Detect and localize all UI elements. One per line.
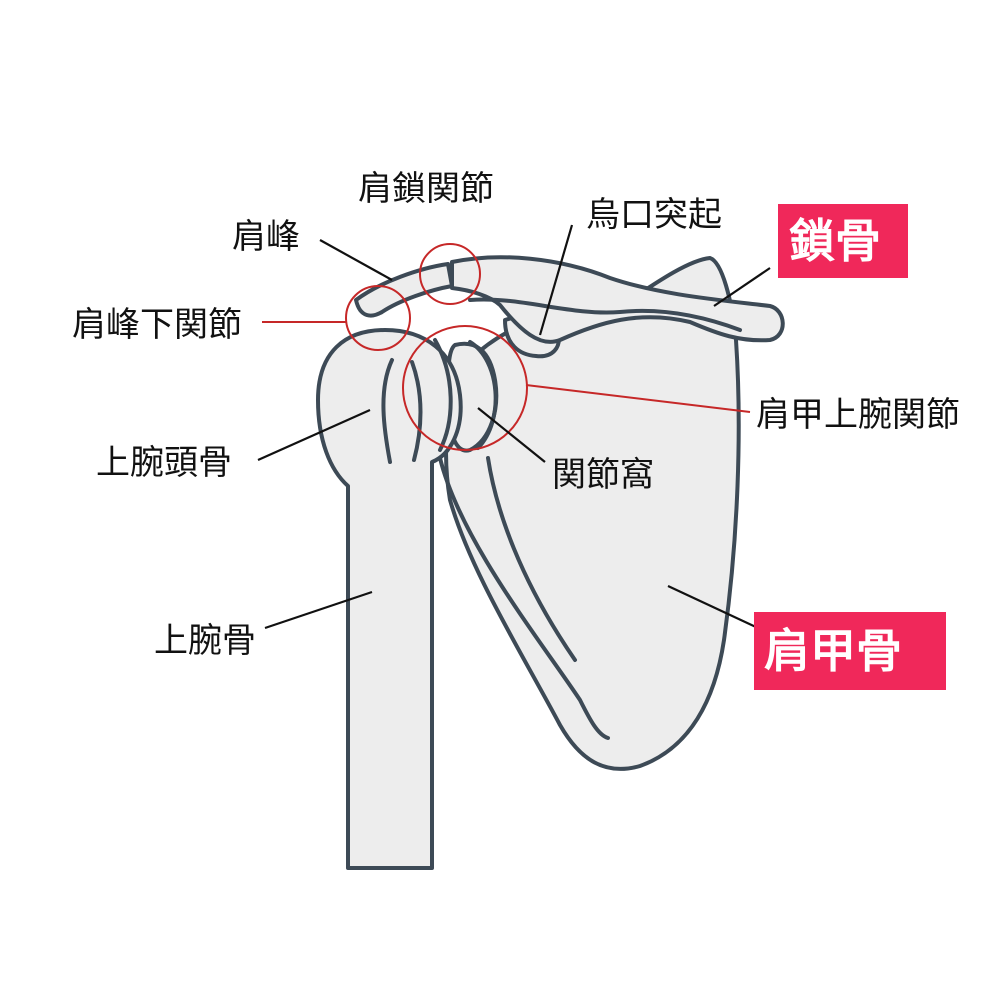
acromion-leader (319, 239, 393, 281)
humerus-shape (316, 328, 463, 870)
humeral-head-line-1 (381, 358, 394, 464)
scapula-highlight-label: 肩甲骨 (764, 624, 902, 678)
subacromial-joint-label: 肩峰下関節 (72, 305, 242, 345)
subacromial-joint-ring (345, 285, 411, 351)
scapula-lateral-border-line (438, 456, 610, 740)
clavicle-highlight-box (778, 204, 908, 278)
humeral-head-label: 上腕頭骨 (96, 443, 232, 483)
humeral-head-line-2 (410, 360, 423, 462)
glenoid-rim-line (468, 340, 498, 450)
humeral-head-leader (257, 408, 371, 462)
glenohumeral-joint-ring (402, 325, 528, 451)
clavicle-leader (713, 267, 771, 307)
ac-joint-ring (419, 243, 481, 305)
acromion-label: 肩峰 (232, 217, 300, 257)
glenohumeral-joint-label: 肩甲上腕関節 (756, 395, 960, 435)
scapula-highlight-box (754, 612, 946, 690)
scapula-shape (444, 256, 741, 771)
acromion-shape (354, 262, 454, 318)
glenohumeral-leader (525, 384, 751, 413)
clavicle-highlight-label: 鎖骨 (789, 214, 881, 268)
humeral-head-line-3 (433, 338, 453, 452)
glenoid-fossa-label: 関節窩 (552, 455, 654, 495)
coracoid-leader (538, 224, 574, 336)
scapula-leader (667, 585, 759, 629)
ac-joint-label: 肩鎖関節 (358, 169, 494, 209)
clavicle-shape (450, 255, 785, 344)
glenoid-leader (477, 407, 546, 463)
humerus-label: 上腕骨 (154, 621, 256, 661)
coracoid-process-label: 烏口突起 (586, 195, 722, 235)
humerus-leader (264, 590, 373, 630)
scapula-neck-line (486, 456, 577, 662)
clavicle-inner-line (468, 297, 742, 332)
